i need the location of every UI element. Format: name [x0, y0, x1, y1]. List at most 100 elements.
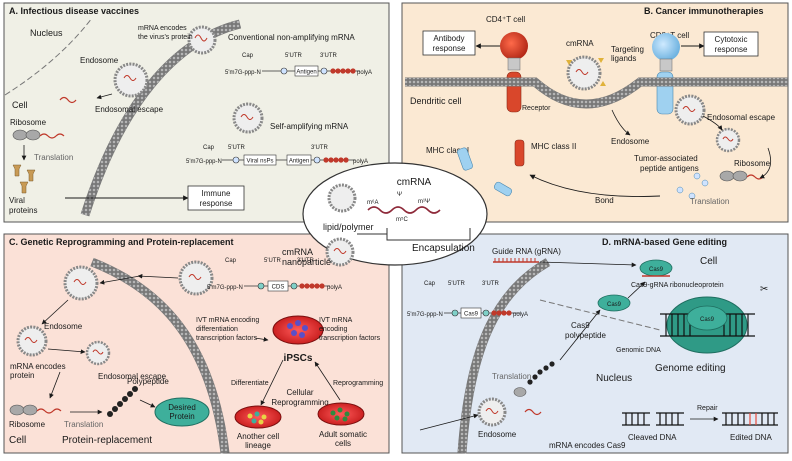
ivt-enc-label-3: transcription factors [319, 335, 381, 342]
antibody-label: Antibody [433, 34, 464, 43]
viral-protein-icons [12, 164, 36, 194]
immune-label: Immune [202, 189, 231, 198]
mrna-icon [722, 136, 734, 142]
panel-a-title: A. Infectious disease vaccines [9, 6, 139, 16]
mrna-encodes-label: mRNA encodes [138, 25, 187, 32]
mhc-bound-icon [494, 181, 512, 197]
panel-c: C. Genetic Reprogramming and Protein-rep… [3, 233, 390, 454]
mrna-icon [333, 248, 347, 254]
tumor-label: Tumor-associated [634, 154, 698, 163]
grna-icon [493, 258, 539, 263]
cytotoxic-response-label: response [715, 45, 748, 54]
panel-d-title: D. mRNA-based Gene editing [602, 237, 727, 247]
encapsulation-label: Encapsulation [412, 243, 475, 254]
ivt-enc-label-2: encoding [319, 326, 348, 333]
utr5-label: 5'UTR [264, 258, 281, 264]
cmrna-nanoparticle-icon [325, 237, 355, 267]
escape-arrow [702, 115, 723, 131]
cd8-t-cell-icon [652, 33, 680, 61]
another-lineage-label: Another cell [237, 432, 279, 441]
mrna-icon [73, 279, 87, 285]
cd4-t-cell-icon [500, 32, 528, 60]
antigen-label: Antigen [289, 159, 309, 165]
edited-dna-icon [722, 412, 778, 426]
to-ribosome-arrow [49, 371, 61, 399]
adult-somatic-label: Adult somatic [319, 430, 367, 439]
mhc2-label: MHC class II [531, 142, 576, 151]
utr3-label: 3'UTR [482, 281, 499, 287]
protein-label: protein [10, 371, 34, 380]
mrna-icon [24, 337, 38, 343]
center-cmrna-label: cmRNA [397, 177, 432, 188]
proteins-label: proteins [9, 206, 37, 215]
genome-editing-label: Genome editing [655, 363, 726, 374]
released-mrna-icon [59, 96, 77, 104]
cd4-label: CD4⁺T cell [486, 15, 525, 24]
edited-dna-label: Edited DNA [730, 433, 772, 442]
lineage-label: lineage [245, 441, 271, 450]
mhc1-label: MHC class I [426, 146, 469, 155]
nucleus-label: Nucleus [596, 373, 632, 384]
ribosome-label: Ribosome [9, 420, 46, 429]
backbone-label: 5'm7G-ppp-N [207, 285, 243, 291]
ribosome-icon [12, 129, 28, 141]
mrna-strand-icon [746, 174, 764, 180]
reprogramming-label: Reprogramming [333, 380, 383, 387]
cas9-protein-icon [597, 294, 631, 312]
endosome-icon [477, 397, 507, 427]
mrna-strand-icon [36, 408, 62, 414]
viral-label: Viral [9, 196, 25, 205]
backbone-label: 5'm7G-ppp-N [225, 70, 261, 76]
to-protein-arrow [139, 399, 156, 408]
cleaved-dna-label: Cleaved DNA [628, 433, 677, 442]
cas9-rnp-label: Cas9 [649, 267, 664, 273]
nanoparticle-label-2: nanoparticle [282, 257, 331, 267]
polya-beads [491, 310, 512, 316]
guide-rna-label: Guide RNA (gRNA) [492, 247, 561, 256]
mrna-icon [485, 408, 499, 414]
cleaved-dna-icon [622, 412, 684, 426]
uptake-arrow [99, 275, 141, 285]
backbone-label: 5'm7G-ppp-N [186, 159, 222, 165]
ivt-diff-label-1: IVT mRNA encoding [196, 317, 259, 324]
mrna-icon [123, 75, 137, 81]
psi-label: Ψ [397, 192, 402, 198]
self-amplifying-construct: Cap 5'UTR 3'UTR 5'm7G-ppp-N Viral nsPs A… [186, 145, 368, 166]
mrna-icon [575, 69, 589, 75]
nucleus-label: Nucleus [30, 28, 63, 38]
uptake-arrow [419, 413, 479, 431]
cas9-construct-label: Cas9 [464, 312, 479, 318]
cds-construct: Cap 5'UTR 3'UTR 5'm7G-ppp-N CDS polyA [207, 258, 342, 292]
cap-label: Cap [203, 145, 215, 151]
endosome-arrow [611, 109, 631, 136]
another-lineage-dish-icon [234, 405, 282, 429]
backbone-label: 5'm7G-ppp-N [407, 312, 443, 318]
differentiate-arrow [260, 359, 284, 406]
genomic-dna-label: Genomic DNA [616, 347, 661, 354]
endosome-label: Endosome [478, 430, 517, 439]
response-label: response [200, 199, 233, 208]
ribosome-label: Ribosome [10, 118, 47, 127]
endosome-label: Endosome [80, 56, 119, 65]
bond-label: Bond [595, 196, 614, 205]
cap-label: Cap [225, 258, 237, 264]
ipsc-cells-icon [287, 320, 308, 338]
ribosome-icon [719, 170, 735, 182]
cellular-label: Cellular [286, 388, 313, 397]
cell-label: Cell [9, 435, 26, 446]
desired-protein-label: Protein [169, 412, 194, 421]
endosome-label: Endosome [611, 137, 650, 146]
desired-protein-icon [154, 397, 210, 427]
polypeptide-label: Polypeptide [127, 377, 169, 386]
nucleus-boundary [539, 299, 661, 331]
tcr-icon [659, 58, 673, 72]
bond-arrow [529, 174, 661, 197]
nanoparticle-label-1: cmRNA [282, 247, 313, 257]
mrna-icon [240, 114, 254, 120]
ipscs-label: iPSCs [284, 353, 313, 364]
to-rnp-arrow [627, 281, 646, 299]
ligands-label: ligands [611, 54, 636, 63]
ribosome-icon [732, 170, 748, 182]
translation-label: Translation [690, 197, 729, 206]
cell-label: Cell [12, 100, 28, 110]
